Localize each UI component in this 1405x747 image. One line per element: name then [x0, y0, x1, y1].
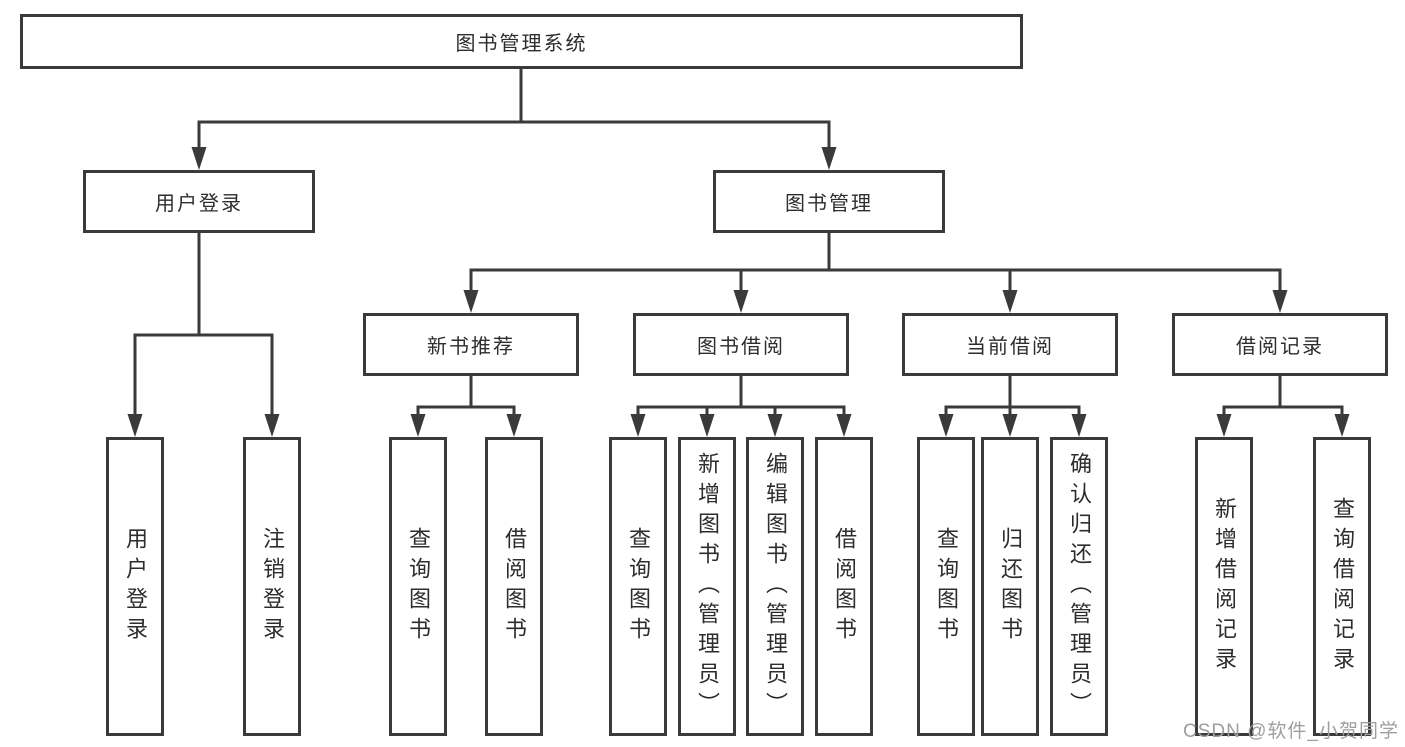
leaf-user-login-label: 用户登录: [123, 526, 148, 647]
leaf-return-books: 归还图书: [981, 437, 1039, 736]
leaf-query-books-current: 查询图书: [917, 437, 975, 736]
leaf-query-books-recommend: 查询图书: [389, 437, 447, 736]
node-book-borrowing: 图书借阅: [633, 313, 849, 376]
leaf-confirm-return-admin: 确认归还（管理员）: [1050, 437, 1108, 736]
leaf-user-login: 用户登录: [106, 437, 164, 736]
node-book-management: 图书管理: [713, 170, 945, 233]
leaf-query-books-recommend-label: 查询图书: [406, 526, 431, 647]
leaf-edit-books-admin-label: 编辑图书（管理员）: [763, 451, 788, 722]
leaf-add-books-admin: 新增图书（管理员）: [678, 437, 736, 736]
leaf-return-books-label: 归还图书: [998, 526, 1023, 647]
leaf-query-books-borrow-label: 查询图书: [626, 526, 651, 647]
leaf-confirm-return-admin-label: 确认归还（管理员）: [1067, 451, 1092, 722]
leaf-query-books-borrow: 查询图书: [609, 437, 667, 736]
leaf-borrow-books-recommend: 借阅图书: [485, 437, 543, 736]
node-current-borrowing-label: 当前借阅: [966, 336, 1054, 358]
node-current-borrowing: 当前借阅: [902, 313, 1118, 376]
leaf-borrow-books-recommend-label: 借阅图书: [502, 526, 527, 647]
node-book-borrowing-label: 图书借阅: [697, 336, 785, 358]
node-user-login: 用户登录: [83, 170, 315, 233]
leaf-add-borrow-record: 新增借阅记录: [1195, 437, 1253, 736]
leaf-logout-label: 注销登录: [260, 526, 285, 647]
node-new-book-recommendation: 新书推荐: [363, 313, 579, 376]
arrowheads: [127, 147, 1350, 437]
leaf-borrow-books-label: 借阅图书: [832, 526, 857, 647]
leaf-add-books-admin-label: 新增图书（管理员）: [695, 451, 720, 722]
node-user-login-label: 用户登录: [155, 193, 243, 215]
leaf-query-borrow-record-label: 查询借阅记录: [1330, 496, 1355, 677]
leaf-borrow-books: 借阅图书: [815, 437, 873, 736]
node-book-management-label: 图书管理: [785, 193, 873, 215]
node-library-system: 图书管理系统: [20, 14, 1023, 69]
node-new-book-recommendation-label: 新书推荐: [427, 336, 515, 358]
csdn-watermark: CSDN @软件_小贺同学: [1183, 721, 1399, 742]
leaf-query-books-current-label: 查询图书: [934, 526, 959, 647]
leaf-edit-books-admin: 编辑图书（管理员）: [746, 437, 804, 736]
node-library-system-label: 图书管理系统: [455, 33, 588, 55]
leaf-logout: 注销登录: [243, 437, 301, 736]
leaf-query-borrow-record: 查询借阅记录: [1313, 437, 1371, 736]
leaf-add-borrow-record-label: 新增借阅记录: [1212, 496, 1237, 677]
node-borrowing-records: 借阅记录: [1172, 313, 1388, 376]
node-borrowing-records-label: 借阅记录: [1236, 336, 1324, 358]
